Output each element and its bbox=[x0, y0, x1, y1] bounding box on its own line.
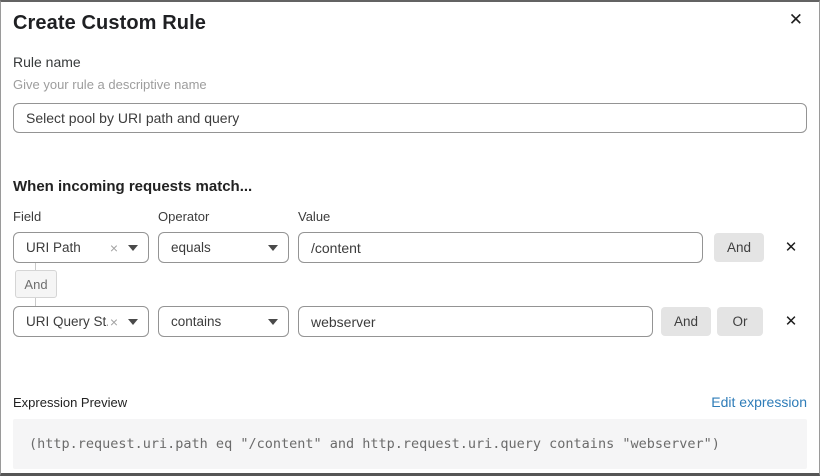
operator-column-header: Operator bbox=[158, 209, 210, 224]
and-connector-badge: And bbox=[15, 270, 57, 298]
expression-preview-label: Expression Preview bbox=[13, 394, 128, 410]
chevron-down-icon bbox=[268, 244, 278, 251]
field-select-row1-value: URI Path bbox=[26, 240, 81, 255]
or-button-row2[interactable]: Or bbox=[717, 307, 763, 336]
field-select-row2-value: URI Query St... bbox=[26, 314, 108, 329]
operator-select-row2[interactable]: contains bbox=[158, 306, 289, 337]
expression-preview-code: (http.request.uri.path eq "/content" and… bbox=[13, 419, 807, 469]
rule-name-input[interactable] bbox=[13, 103, 807, 133]
close-icon[interactable]: ✕ bbox=[788, 10, 803, 29]
value-input-row1[interactable] bbox=[298, 232, 703, 263]
field-select-row1[interactable]: URI Path × bbox=[13, 232, 149, 263]
edit-expression-link[interactable]: Edit expression bbox=[711, 394, 807, 410]
field-select-row2[interactable]: URI Query St... × bbox=[13, 306, 149, 337]
and-button-row1[interactable]: And bbox=[714, 233, 764, 262]
rule-name-hint: Give your rule a descriptive name bbox=[13, 77, 207, 92]
remove-row1-icon[interactable]: ✕ bbox=[784, 239, 798, 256]
operator-select-row1-value: equals bbox=[171, 240, 211, 255]
chevron-down-icon bbox=[268, 318, 278, 325]
field-column-header: Field bbox=[13, 209, 42, 224]
value-column-header: Value bbox=[298, 209, 331, 224]
chevron-down-icon bbox=[128, 318, 138, 325]
value-input-row2[interactable] bbox=[298, 306, 653, 337]
clear-icon[interactable]: × bbox=[109, 313, 118, 330]
chevron-down-icon bbox=[128, 244, 138, 251]
condition-builder: Field Operator Value And URI Path × equa… bbox=[13, 209, 807, 342]
and-button-row2[interactable]: And bbox=[661, 307, 711, 336]
remove-row2-icon[interactable]: ✕ bbox=[784, 313, 798, 330]
operator-select-row1[interactable]: equals bbox=[158, 232, 289, 263]
operator-select-row2-value: contains bbox=[171, 314, 222, 329]
clear-icon[interactable]: × bbox=[109, 239, 118, 256]
rule-name-label: Rule name bbox=[13, 54, 81, 70]
match-heading: When incoming requests match... bbox=[13, 178, 253, 195]
dialog-title: Create Custom Rule bbox=[13, 12, 206, 34]
